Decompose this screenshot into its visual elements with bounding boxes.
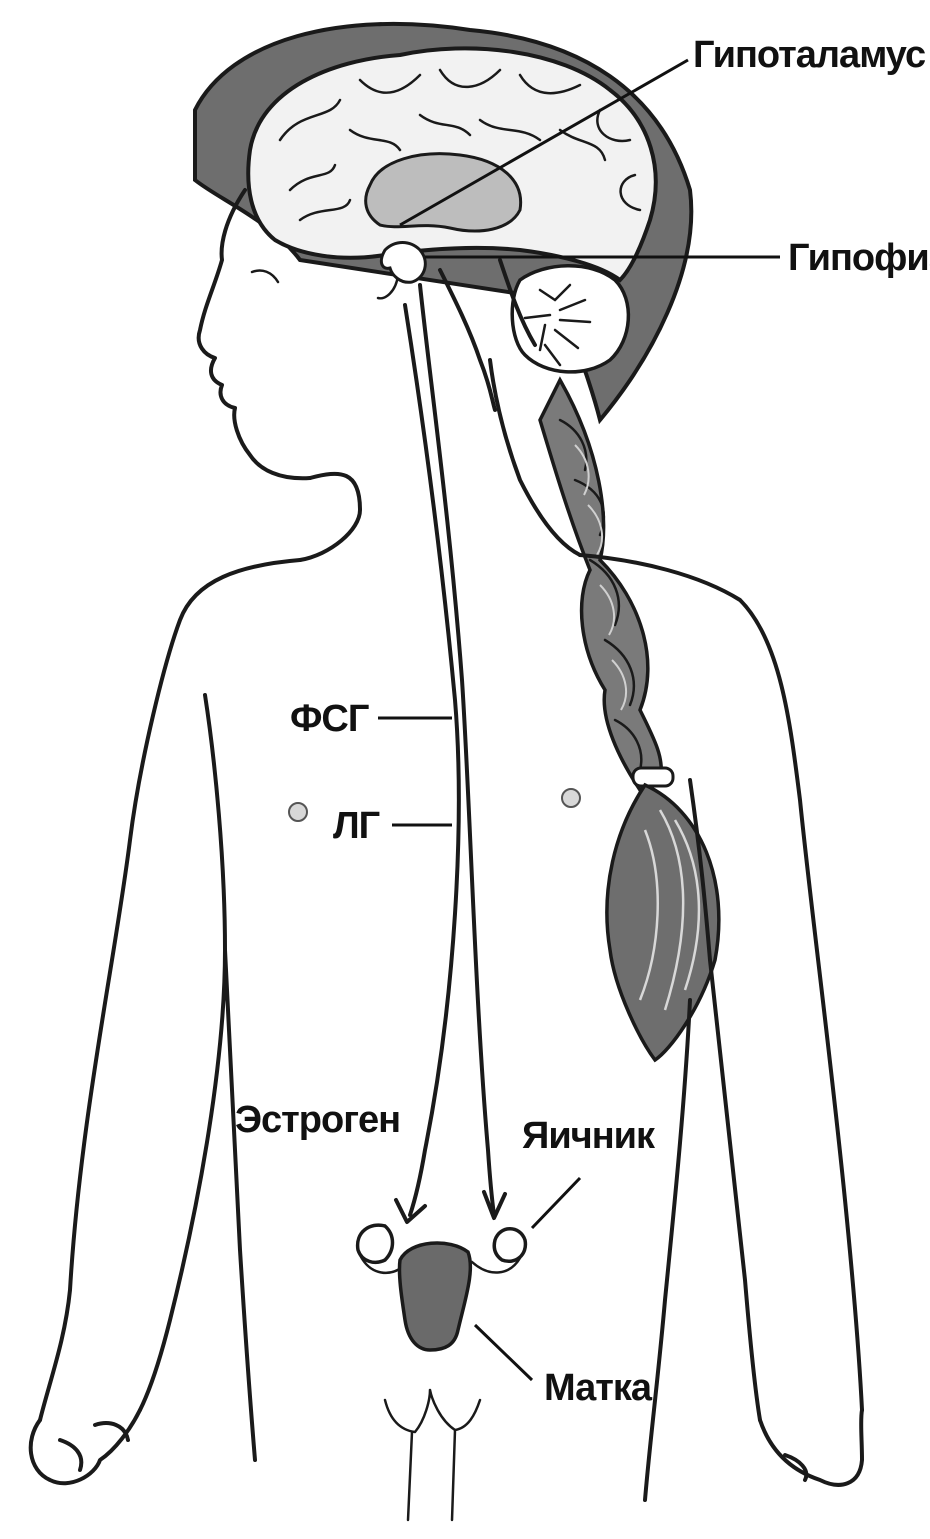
hormone-pathway bbox=[396, 285, 505, 1222]
corpus-callosum bbox=[366, 154, 521, 231]
leader-ovary bbox=[532, 1178, 580, 1228]
label-ovary: Яичник bbox=[522, 1115, 656, 1157]
label-pituitary: Гипофиз bbox=[788, 237, 930, 279]
right-nipple bbox=[562, 789, 580, 807]
left-inner-arm bbox=[140, 695, 225, 1410]
pituitary-gland bbox=[381, 243, 425, 283]
waist-right bbox=[645, 1000, 690, 1500]
waist-left bbox=[225, 950, 255, 1460]
left-ovary bbox=[358, 1225, 393, 1262]
cerebellum bbox=[512, 266, 628, 372]
hair-tie bbox=[633, 768, 673, 786]
label-fsh: ФСГ bbox=[290, 698, 369, 740]
left-shoulder-arm bbox=[40, 560, 300, 1420]
braid-tail bbox=[607, 785, 719, 1060]
label-lh: ЛГ bbox=[333, 805, 380, 847]
label-uterus: Матка bbox=[544, 1367, 653, 1409]
brain bbox=[248, 48, 655, 410]
left-nipple bbox=[289, 803, 307, 821]
right-hand bbox=[760, 1410, 862, 1485]
reproductive-organs bbox=[358, 1225, 526, 1350]
pathway-left-line bbox=[405, 305, 459, 1215]
right-inner-arm bbox=[690, 780, 760, 1420]
left-hand bbox=[31, 1410, 140, 1483]
neck-left bbox=[300, 474, 360, 560]
label-estrogen: Эстроген bbox=[235, 1099, 400, 1141]
label-hypothalamus: Гипоталамус bbox=[693, 34, 926, 76]
right-ovary bbox=[494, 1229, 525, 1262]
eye bbox=[252, 270, 278, 282]
leader-uterus bbox=[475, 1325, 532, 1380]
leader-lines bbox=[378, 60, 780, 1380]
pelvis-lines bbox=[385, 1390, 480, 1520]
uterus bbox=[399, 1243, 470, 1350]
